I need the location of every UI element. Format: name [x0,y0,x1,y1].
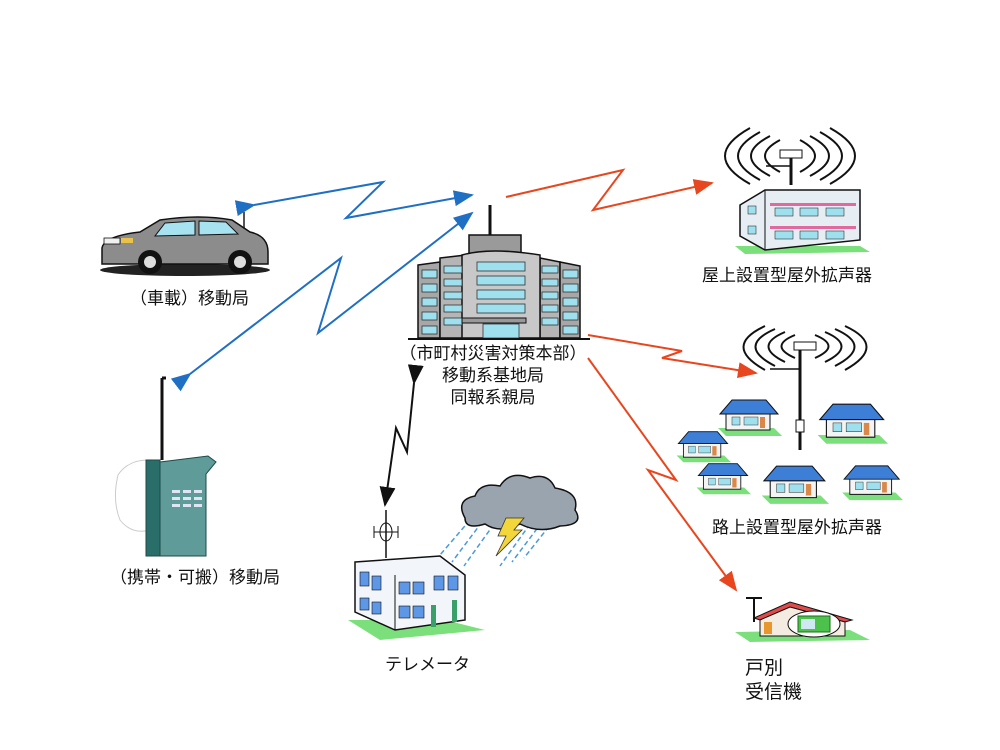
link-hq-street-speaker [587,334,758,379]
vehicle-car-icon [100,212,270,276]
home-receiver-label: 戸別 受信機 [745,656,802,704]
home-receiver-label-line-2: 受信機 [745,681,803,703]
link-hq-rooftop-speaker [505,168,714,212]
storm-cloud-icon [439,474,579,567]
house-icon [696,463,751,495]
house-icon [817,403,888,444]
house-icon [718,399,782,436]
vehicle-label: （車載）移動局 [130,289,249,309]
telemeter-building-icon [348,510,485,640]
link-hq-handheld [170,211,474,392]
hq-building-icon [408,205,590,340]
street-speaker-label: 路上設置型屋外拡声器 [712,518,882,538]
handheld-label: （携帯・可搬）移動局 [110,568,280,588]
hq-label-line-1: （市町村災害対策本部） [399,344,587,364]
telemeter-label: テレメータ [385,655,470,675]
home-receiver-icon [735,597,870,642]
hq-label-line-3: 同報系親局 [450,388,536,408]
home-receiver-label-line-1: 戸別 [745,657,784,679]
rooftop-speaker-icon [724,127,870,254]
street-speaker-icon [742,325,868,450]
house-icon [761,465,829,504]
hq-label-line-2: 移動系基地局 [442,366,544,386]
link-hq-vehicle [234,180,474,220]
link-hq-home-receiver [587,357,738,592]
house-icon [842,465,903,501]
hq-label: （市町村災害対策本部） 移動系基地局 同報系親局 [388,343,598,409]
house-icon [676,431,731,463]
link-hq-telemeter [379,364,424,507]
rooftop-speaker-label: 屋上設置型屋外拡声器 [702,266,872,286]
handheld-radio-icon [114,376,217,557]
houses-group [676,399,903,504]
